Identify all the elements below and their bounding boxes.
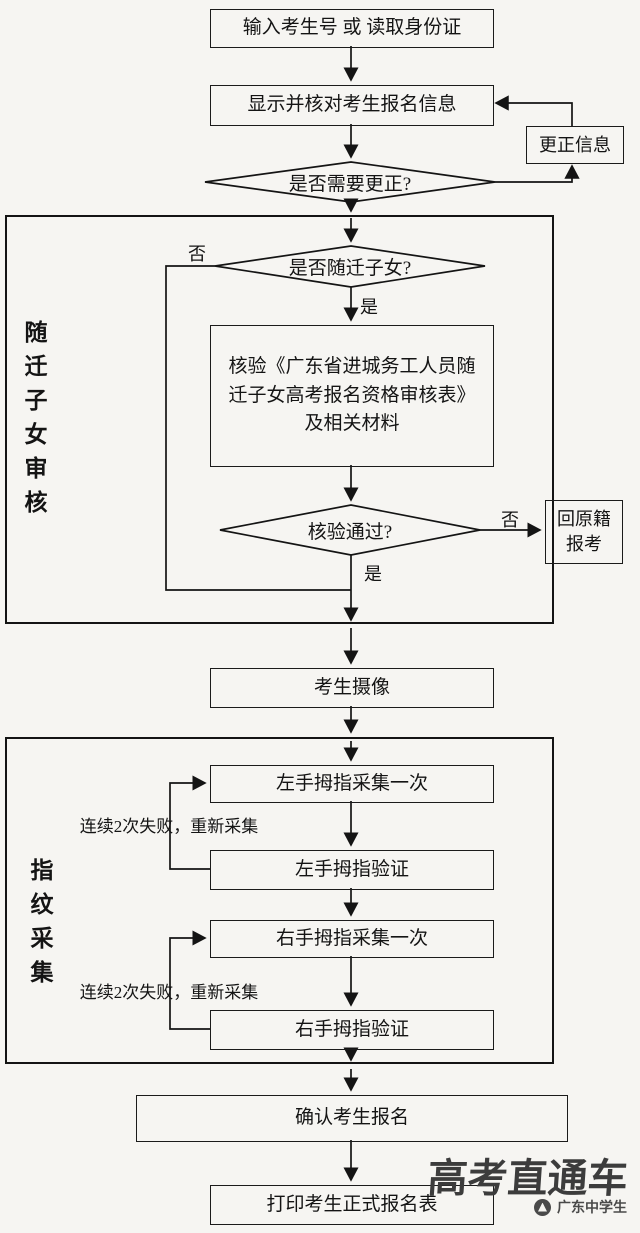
return-box: 回原籍 报考 (545, 500, 623, 564)
migrant-decision-diamond (214, 245, 486, 288)
migrant-yes-label: 是 (360, 297, 378, 317)
migrant-section-label: 随迁子女审核 (21, 320, 46, 524)
migrant-decision-label: 是否随迁子女? (288, 258, 412, 279)
right-verify-box: 右手拇指验证 (210, 1010, 494, 1050)
display-box: 显示并核对考生报名信息 (210, 85, 494, 126)
right-collect-box: 右手拇指采集一次 (210, 920, 494, 958)
brand-logo-icon (534, 1198, 551, 1216)
migrant-no-label: 否 (188, 244, 206, 264)
watermark-subtitle: 广东中学生 (557, 1201, 627, 1216)
migrant-section (5, 215, 554, 624)
pass-no-label: 否 (501, 510, 519, 530)
connector-retry-right (169, 930, 210, 1030)
connector (495, 164, 580, 183)
retry-note-right: 连续2次失败，重新采集 (79, 983, 259, 1002)
fingerprint-section (5, 737, 554, 1064)
print-box: 打印考生正式报名表 (210, 1185, 494, 1225)
confirm-box: 确认考生报名 (136, 1095, 568, 1142)
retry-note-left: 连续2次失败，重新采集 (79, 817, 259, 836)
connector-bypass-no (165, 265, 351, 591)
connector-retry-left (169, 775, 210, 870)
left-verify-box: 左手拇指验证 (210, 850, 494, 890)
correct-decision-diamond (204, 161, 496, 203)
start-box: 输入考生号 或 读取身份证 (210, 9, 494, 48)
pass-decision-label: 核验通过? (307, 521, 393, 543)
watermark-title: 高考直通车 (426, 1156, 630, 1201)
left-collect-box: 左手拇指采集一次 (210, 765, 494, 803)
verify-form-box: 核验《广东省进城务工人员随 迁子女高考报名资格审核表》 及相关材料 (210, 325, 494, 467)
correct-decision-label: 是否需要更正? (288, 173, 412, 195)
pass-yes-label: 是 (364, 564, 382, 584)
watermark-brand: 广东中学生 (505, 1197, 627, 1217)
fingerprint-section-label: 指纹采集 (27, 858, 52, 994)
photo-box: 考生摄像 (210, 668, 494, 708)
pass-decision-diamond (219, 504, 481, 556)
correct-info-box: 更正信息 (526, 126, 624, 164)
connector (494, 95, 573, 126)
